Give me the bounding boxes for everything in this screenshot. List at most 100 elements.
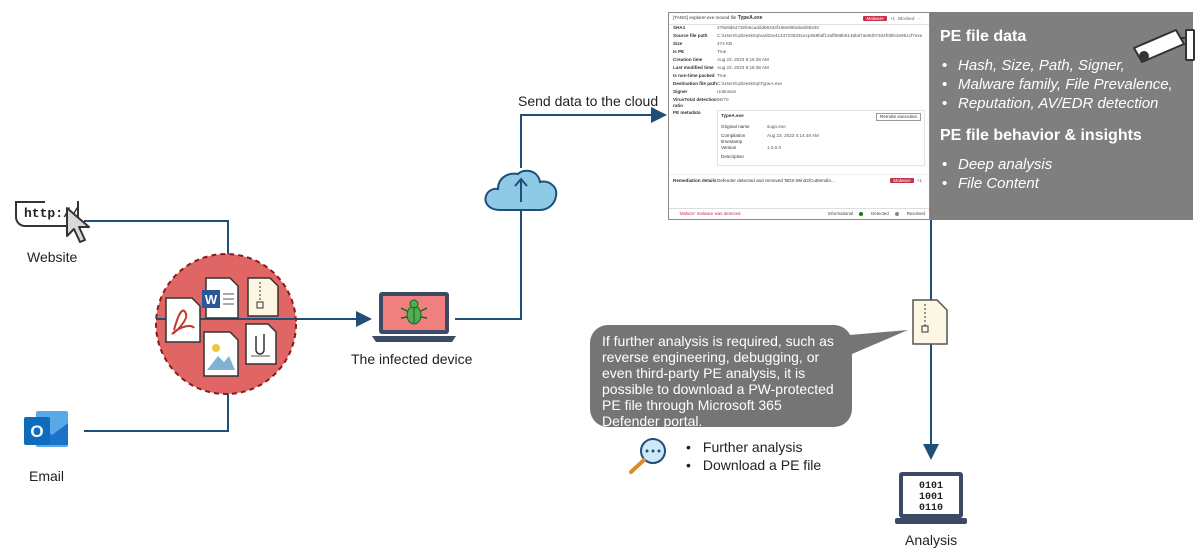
pe-property-value: C:\Users\cp\Desktop\ww\Dw41347236331ecp5… [717,33,923,38]
line-website-to-files [84,220,229,262]
pe-property-key: SHA1 [673,25,686,30]
attachment-file-icon [245,323,277,365]
info-list-behavior: Deep analysisFile Content [940,155,1183,193]
pe-header-status: Blocked [898,15,915,21]
pe-meta-label: PE metadata [673,110,701,116]
analysis-bullet-item: Further analysis [686,438,821,456]
laptop-bug-icon [372,292,456,342]
pe-property-key: Destination file path [673,81,717,86]
website-icon [15,201,79,227]
pe-meta-key: Description [721,153,744,159]
pe-property-value: Unknown [717,89,737,94]
pe-meta-row: Compilation timestamp Aug 23, 2023 4:14:4… [721,133,921,144]
pe-property-value: C:\Users\cp\Desktop\TypeA.exe [717,81,783,86]
line-email-to-files [84,390,229,432]
cloud-label: Send data to the cloud [518,93,659,109]
pe-meta-value: Aug 23, 2023 4:14:49 AM [767,133,819,139]
zip-file-icon [247,277,279,317]
email-label: Email [29,468,65,484]
website-url-text: http:// [24,206,79,221]
pe-property-key: Size [673,41,683,46]
infected-files-group: W [155,253,297,395]
line-cloud-to-panel [520,107,667,168]
pe-property-key: Is non-time packed [673,73,715,78]
image-file-icon [203,331,239,377]
pe-property-value: Aug 23, 2023 8:16:38 AM [717,57,769,62]
pe-file-icon [912,299,948,345]
pe-meta-value: sugo.exe [767,124,786,130]
analysis-monitor-icon: 0101 1001 0110 [895,472,967,524]
pe-property-value: 474 KB [717,41,733,46]
pe-footer-info: Informational [827,211,854,217]
pe-panel-header: [TANG] explorer.exe moved file TypeA.exe… [669,13,929,25]
word-file-icon: W [202,277,239,319]
info-item-pe-data: Reputation, AV/EDR detection [942,94,1183,113]
pe-header-badge: Malware [863,15,887,22]
svg-text:W: W [205,292,218,307]
pe-remed-label: Remediation details [673,177,717,183]
pe-footer-detected: Detected [871,211,889,217]
pe-meta-key: Version [721,144,737,150]
info-item-behavior: Deep analysis [942,155,1183,174]
pe-footer-resolved: Resolved [906,211,925,217]
pe-property-row: Is PE True [669,49,929,57]
pe-property-key: Signer [673,89,688,94]
pe-property-key: VirusTotal detection ratio [673,97,717,108]
pe-property-value: True [717,49,727,54]
line-device-to-cloud [455,210,522,320]
binary-line-3: 0110 [919,503,943,514]
remote-execution-button[interactable]: Remote execution [875,113,921,122]
binary-line-1: 0101 [919,481,943,492]
pe-header-title: [TANG] explorer.exe moved file [673,15,737,21]
bug-icon [400,299,428,325]
pe-property-key: Is PE [673,49,685,54]
pe-meta-value: 1.0.0.0 [767,144,782,150]
magnifier-icon [629,438,666,474]
info-item-pe-data: Hash, Size, Path, Signer, [942,56,1183,75]
pe-info-box: PE file data Hash, Size, Path, Signer,Ma… [930,12,1193,220]
analysis-bullet-item: Download a PE file [686,456,821,474]
pe-remed-badge: Malware [890,177,914,184]
pe-header-more-button[interactable]: ··· [917,15,922,21]
pe-property-value: True [717,73,727,78]
pe-property-key: Creation time [673,57,703,62]
pe-property-key: Source file path [673,33,708,38]
pe-meta-key: Compilation timestamp [721,133,746,144]
security-camera-icon [1133,29,1195,63]
analysis-label: Analysis [905,532,958,548]
pe-metadata-section: PE metadata TypeA.exe Remote execution O… [669,108,929,167]
pe-meta-key: Original name [721,124,750,130]
info-title-behavior: PE file behavior & insights [940,127,1142,144]
pe-panel-footer: 'Malsize' malware was detected Informati… [669,208,929,219]
pe-remed-count: +1 [916,177,922,183]
pe-property-key: Last modified time [673,65,714,70]
cursor-icon [66,207,90,243]
pe-meta-value [767,154,921,163]
pe-meta-card: TypeA.exe Remote execution Original name… [717,110,925,166]
info-item-behavior: File Content [942,174,1183,193]
outlook-icon-letter: O [30,422,43,441]
pe-property-row: Creation time Aug 23, 2023 8:16:38 AM [669,57,929,65]
pe-property-row: Signer Unknown [669,89,929,97]
outlook-icon: O [24,411,68,447]
download-info-bubble: If further analysis is required, such as… [590,325,852,429]
pe-header-count: +1 [889,15,896,21]
pe-property-row: Size 474 KB [669,41,929,49]
pe-property-value: 56/70 [717,97,729,102]
bubble-tail [838,330,908,360]
binary-line-2: 1001 [919,492,943,503]
pe-meta-file: TypeA.exe [721,113,744,119]
pe-property-value: Aug 23, 2023 8:18:38 AM [717,65,769,70]
pe-remed-text: Defender detected and removed 'BDS:Win32… [717,177,835,183]
pe-meta-row: Original name sugo.exe [721,124,921,133]
pe-header-file: TypeA.exe [737,15,763,22]
website-label: Website [27,249,78,265]
info-title-pe-data: PE file data [940,28,1027,45]
analysis-bullets: Further analysisDownload a PE file [686,438,821,474]
